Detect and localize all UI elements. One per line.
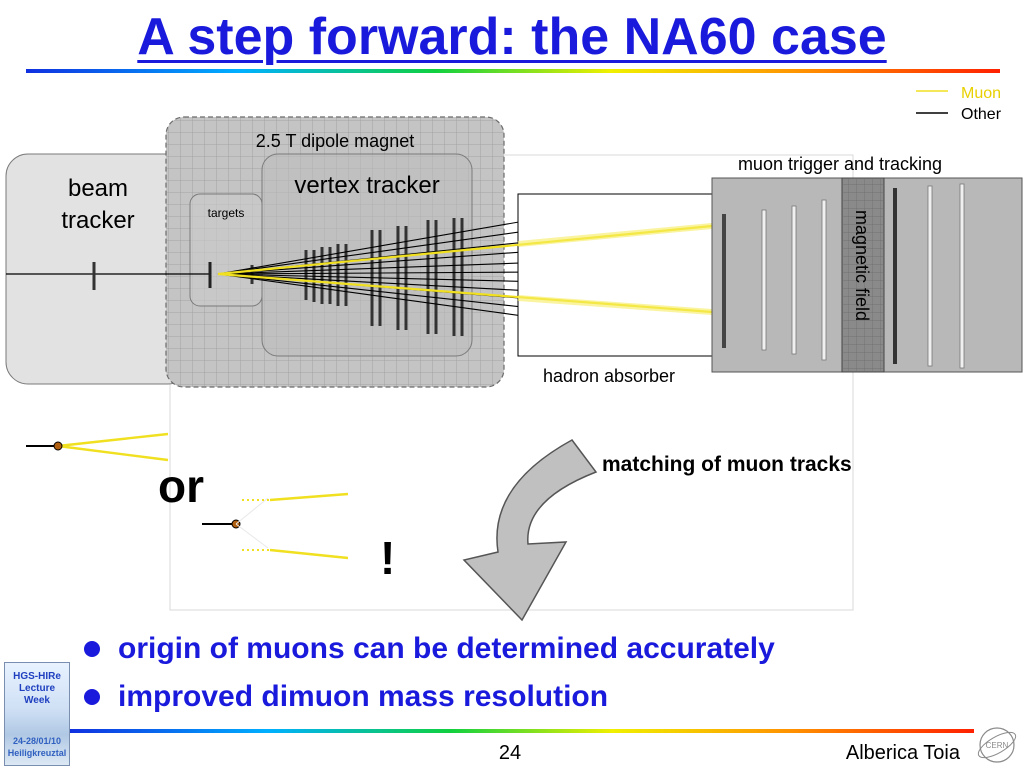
slide-title: A step forward: the NA60 case (137, 8, 887, 66)
dipole-magnet-label: 2.5 T dipole magnet (256, 131, 414, 151)
author-name: Alberica Toia (845, 742, 960, 764)
footer-bar (70, 729, 974, 733)
muon-trigger-label: muon trigger and tracking (738, 154, 942, 174)
targets-label: targets (208, 206, 245, 220)
legend-muon-label: Muon (961, 85, 1001, 102)
page-number: 24 (498, 742, 522, 764)
curved-arrow (462, 439, 598, 622)
bullet-text: improved dimuon mass resolution (118, 680, 609, 713)
hgs-hire-logo: HGS-HIRe Lecture Week 24-28/01/10 Heilig… (4, 662, 70, 766)
hadron-absorber-box (517, 193, 713, 357)
magnetic-field-label: magnetic field (852, 210, 872, 321)
bullet-dot (84, 641, 100, 657)
beam-tracker-label-line1: beam (68, 175, 128, 202)
svg-text:CERN: CERN (986, 741, 1009, 750)
logo-line-2: Lecture (18, 683, 56, 694)
cern-logo-icon: CERN (977, 727, 1017, 763)
bullet-text: origin of muons can be determined accura… (118, 632, 775, 665)
logo-line-3: Week (24, 695, 50, 706)
track-match-example-2 (202, 492, 349, 560)
matching-label: matching of muon tracks (602, 453, 852, 476)
title-underline-bar (26, 69, 1000, 73)
muon-tracks-glow (517, 223, 713, 315)
bullet-2: improved dimuon mass resolution (84, 680, 608, 714)
track-match-example-1 (26, 432, 169, 462)
exclamation-mark: ! (380, 532, 395, 584)
muon-chambers (722, 183, 965, 369)
vertex-tracker-label: vertex tracker (294, 172, 439, 199)
bullet-1: origin of muons can be determined accura… (84, 632, 775, 666)
legend: Muon Other (916, 85, 1002, 123)
legend-other-label: Other (961, 106, 1002, 123)
logo-line-1: HGS-HIRe (13, 671, 61, 682)
toroid-magnet-grid (842, 178, 884, 372)
logo-date: 24-28/01/10 Heiligkreuztal (7, 736, 67, 758)
or-label: or (158, 460, 204, 512)
hadron-absorber-label: hadron absorber (543, 366, 675, 386)
beam-tracker-label-line2: tracker (61, 207, 134, 234)
bullet-dot (84, 689, 100, 705)
